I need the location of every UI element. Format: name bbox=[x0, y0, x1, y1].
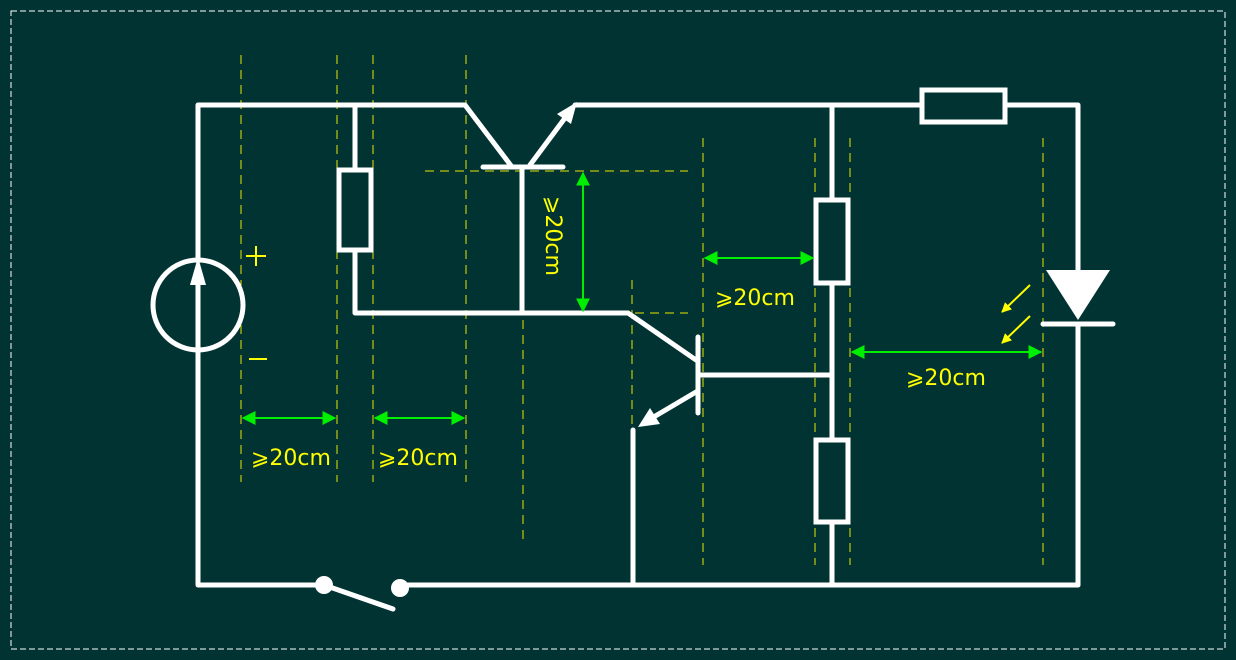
resistor-divider-lower bbox=[813, 437, 851, 525]
drawing-frame bbox=[10, 10, 1226, 650]
current-source bbox=[150, 257, 246, 353]
transistor-upper-emitter-arrow bbox=[557, 102, 577, 124]
guide-lines bbox=[240, 55, 1044, 565]
switch-contact-right bbox=[391, 579, 409, 597]
wires bbox=[195, 102, 1081, 588]
transistor-lower-collector bbox=[625, 310, 699, 363]
led-diode bbox=[1001, 270, 1116, 344]
dimension-label-left-2: ⩾20cm bbox=[378, 446, 458, 471]
resistor-top-right bbox=[919, 87, 1008, 125]
current-source-arrow-head bbox=[190, 257, 206, 285]
transistor-upper-emitter bbox=[527, 115, 568, 168]
resistor-left bbox=[336, 167, 374, 253]
transistor-lower bbox=[625, 310, 701, 427]
dimension-label-right: ⩾20cm bbox=[906, 366, 986, 391]
transistor-upper-collector bbox=[462, 102, 515, 170]
led-triangle bbox=[1046, 270, 1110, 320]
wire-left-resistor-lower bbox=[352, 247, 631, 316]
wire-top-left bbox=[195, 102, 468, 263]
plus-sign bbox=[246, 246, 266, 266]
light-arrow bbox=[1001, 284, 1031, 313]
dimension-label-middle: ⩾20cm bbox=[715, 286, 795, 311]
wire-left-bottom bbox=[195, 347, 327, 588]
transistor-lower-emitter-arrow bbox=[638, 408, 660, 427]
resistor-divider-upper bbox=[813, 197, 851, 286]
wire-right-upper bbox=[1002, 102, 1081, 273]
dimension-label-vertical: ⩾20cm bbox=[540, 196, 565, 276]
dimension-arrows bbox=[241, 171, 1043, 425]
transistor-upper bbox=[462, 102, 577, 170]
dimension-label-left-1: ⩾20cm bbox=[251, 446, 331, 471]
light-arrow bbox=[1001, 315, 1031, 344]
switch-lever bbox=[321, 582, 396, 612]
transistor-lower-emitter bbox=[649, 389, 699, 421]
switch bbox=[315, 576, 409, 612]
